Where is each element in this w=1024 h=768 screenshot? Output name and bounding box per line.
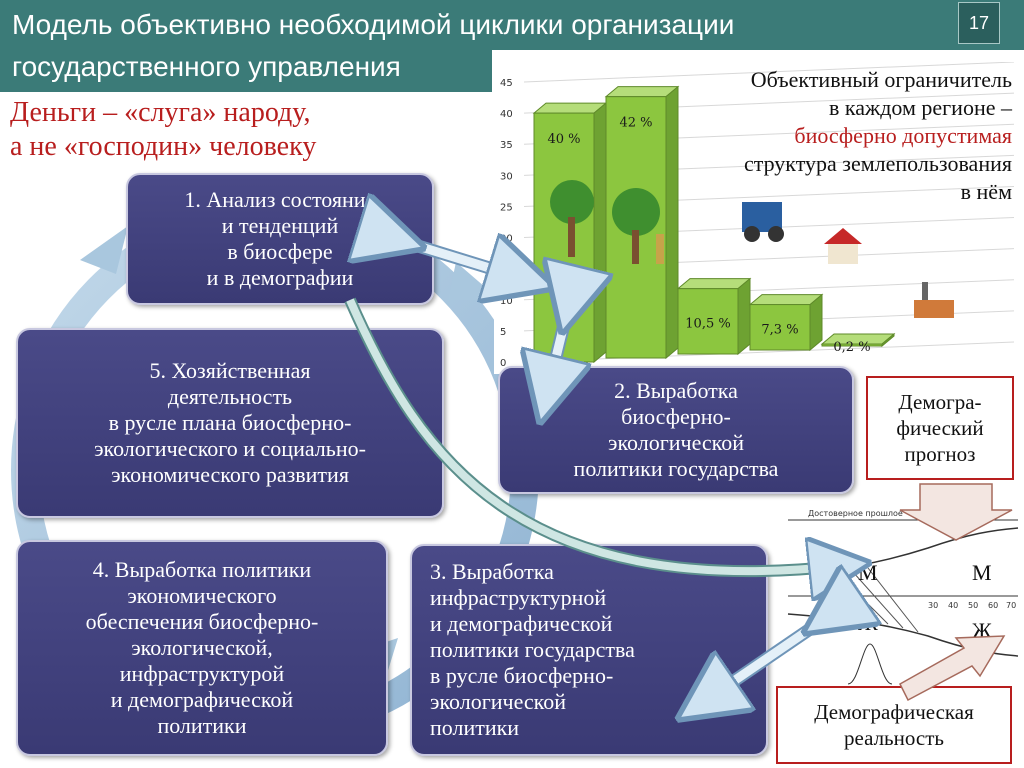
step-2-text: 2. Выработка биосферно- экологической по… xyxy=(573,378,779,481)
label-zh-past: Ж xyxy=(858,610,878,635)
demo-tick: 50 xyxy=(968,601,978,610)
objective-line: Объективный ограничитель xyxy=(750,67,1012,92)
house-illustration xyxy=(824,228,862,264)
demo-header-right: Прогноз xyxy=(928,509,963,518)
tractor-illustration xyxy=(742,202,784,242)
step-4-box: 4. Выработка политики экономического обе… xyxy=(16,540,388,756)
ring-arrowhead xyxy=(80,226,128,274)
objective-line: в каждом регионе – xyxy=(828,95,1012,120)
bar-data-label: 0,2 % xyxy=(833,340,870,355)
subtitle-text: Деньги – «слуга» народу, а не «господин»… xyxy=(10,97,317,162)
label-zh-forecast: Ж xyxy=(972,618,992,643)
ring-arrowhead xyxy=(448,262,500,300)
step-5-box: 5. Хозяйственная деятельность в русле пл… xyxy=(16,328,444,518)
objective-line: в нём xyxy=(960,179,1012,204)
demographic-reality-text: Демографическая реальность xyxy=(814,700,974,750)
bar xyxy=(533,112,595,363)
demo-header-left: Достоверное прошлое xyxy=(808,509,903,518)
subtitle: Деньги – «слуга» народу, а не «господин»… xyxy=(10,96,430,164)
bar-data-label: 7,3 % xyxy=(761,322,798,337)
demographic-reality-box: Демографическая реальность xyxy=(776,686,1012,764)
bar-data-label: 10,5 % xyxy=(685,316,730,331)
y-tick-label: 30 xyxy=(500,171,513,182)
bar-side xyxy=(737,277,751,356)
y-tick-label: 35 xyxy=(500,140,513,151)
objective-line-red: биосферно допустимая xyxy=(794,123,1012,148)
step-1-box: 1. Анализ состояния и тенденций в биосфе… xyxy=(126,173,434,305)
objective-limiter-text: Объективный ограничитель в каждом регион… xyxy=(600,66,1012,206)
y-tick-label: 5 xyxy=(500,327,506,338)
y-tick-label: 45 xyxy=(500,78,513,89)
factory-illustration xyxy=(914,282,954,318)
step-3-text: 3. Выработка инфраструктурной и демограф… xyxy=(430,559,635,740)
step-3-box: 3. Выработка инфраструктурной и демограф… xyxy=(410,544,768,756)
label-m-forecast: М xyxy=(972,560,992,585)
demo-tick: 40 xyxy=(948,601,958,610)
step-2-box: 2. Выработка биосферно- экологической по… xyxy=(498,366,854,494)
demographic-chart: Достоверное прошлое Прогноз 30 40 50 60 … xyxy=(778,504,1024,690)
demographic-forecast-text: Демогра- фический прогноз xyxy=(896,390,984,466)
bar-data-label: 40 % xyxy=(547,132,580,147)
step-1-text: 1. Анализ состояния и тенденций в биосфе… xyxy=(184,187,376,290)
label-m-past: М xyxy=(858,560,878,585)
bar-side xyxy=(809,293,823,352)
grid-line xyxy=(523,62,1015,83)
y-tick-label: 40 xyxy=(500,109,513,120)
title-bar: Модель объективно необходимой циклики ор… xyxy=(0,0,1024,92)
y-tick-label: 20 xyxy=(500,234,513,245)
slide-number: 17 xyxy=(958,2,1000,44)
objective-line: структура землепользования xyxy=(743,151,1012,176)
bar-data-label: 42 % xyxy=(619,116,652,131)
tree-with-hiker-illustration xyxy=(612,188,664,264)
demo-tick: 30 xyxy=(928,601,938,610)
step-5-text: 5. Хозяйственная деятельность в русле пл… xyxy=(94,358,366,487)
y-tick-label: 15 xyxy=(500,265,513,276)
demo-tick: 70 xyxy=(1006,601,1016,610)
demo-tick: 60 xyxy=(988,601,998,610)
demographic-forecast-box: Демогра- фический прогноз xyxy=(866,376,1014,480)
slide-title: Модель объективно необходимой циклики ор… xyxy=(12,9,735,82)
y-tick-label: 25 xyxy=(500,202,513,213)
y-tick-label: 10 xyxy=(500,296,513,307)
step-4-text: 4. Выработка политики экономического обе… xyxy=(85,557,319,738)
title-background-lower xyxy=(0,50,492,92)
title-background xyxy=(0,0,1024,50)
